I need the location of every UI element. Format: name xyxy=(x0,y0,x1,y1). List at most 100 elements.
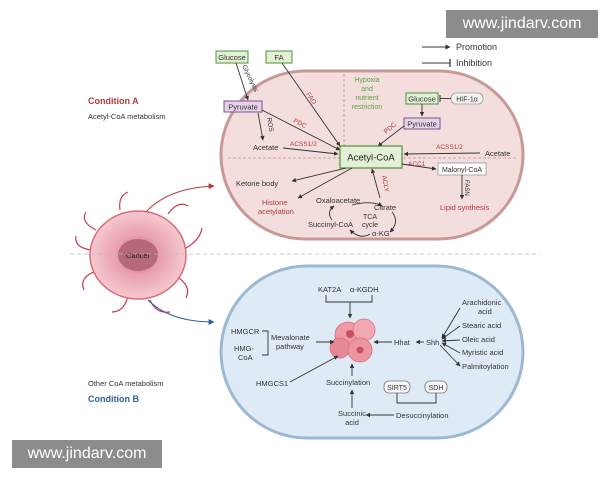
pyruvate-label: Pyruvate xyxy=(228,103,258,112)
tca-arc-top xyxy=(351,201,383,207)
glucose-box xyxy=(215,50,249,64)
cancer-nucleus xyxy=(118,239,158,271)
pyruvate-right-box xyxy=(403,117,441,130)
watermark-bottom: www.jindarv.com xyxy=(12,440,162,468)
acc1-arrow xyxy=(401,163,437,171)
hmg-label-2: CoA xyxy=(238,353,253,362)
cancer-cell: Cancer xyxy=(75,191,203,313)
succinylation-label: Succinylation xyxy=(326,378,370,387)
malonyl-label: Malonyl-CoA xyxy=(442,167,482,174)
sdh-label: SDH xyxy=(429,385,444,392)
tca-label-1: TCA xyxy=(363,214,377,221)
acetate-right-label: Acetate xyxy=(485,149,510,158)
glycolysis-label: Glycolysis xyxy=(240,64,259,94)
ketone-label: Ketone body xyxy=(236,179,278,188)
fao-arrow xyxy=(281,62,341,147)
condition-a-title: Condition A xyxy=(88,96,139,106)
lipid-label: Lipid synthesis xyxy=(440,203,489,212)
hhat-label: Hhat xyxy=(394,338,411,347)
arachidonic-arrow xyxy=(441,307,461,339)
citrate-label: Citrate xyxy=(374,203,396,212)
glucose-right-label: Glucose xyxy=(408,95,436,104)
desucc-bracket xyxy=(396,393,437,404)
glucose-label: Glucose xyxy=(218,53,246,62)
mevalonate-label-2: pathway xyxy=(276,342,304,351)
acetate-left-label: Acetate xyxy=(253,143,278,152)
hypoxia-note: Hypoxia and nutrient restriction xyxy=(352,77,382,111)
myristic-label: Myristic acid xyxy=(462,348,503,357)
succinyl-label: Succinyl-CoA xyxy=(308,220,353,229)
tca-arc-right xyxy=(389,211,396,233)
stearic-arrow xyxy=(441,325,461,340)
fa-label: FA xyxy=(274,53,283,62)
hif-label: HIF-1α xyxy=(456,97,478,104)
acly-label: ACLY xyxy=(380,175,390,193)
palmitoylation-label: Palmitoylation xyxy=(462,362,509,371)
pyruvate-box xyxy=(223,100,263,113)
stearic-label: Stearic acid xyxy=(462,321,501,330)
palmitoylation-arrow xyxy=(439,344,461,367)
condition-a-subtitle: Acetyl-CoA metabolism xyxy=(88,112,166,121)
acetyl-coa-box xyxy=(339,145,403,169)
hmg-bracket xyxy=(262,330,269,356)
glycolysis-arrow xyxy=(235,62,249,101)
fa-box xyxy=(265,50,293,64)
arachidonic-label-1: Arachidonic xyxy=(462,298,501,307)
hypoxia-line-1: Hypoxia xyxy=(354,77,379,84)
hypoxia-line-2: and xyxy=(361,86,373,93)
fasn-label: FASN xyxy=(463,180,469,196)
kat2a-label: KAT2A xyxy=(318,285,341,294)
myristic-arrow xyxy=(441,342,461,354)
succinic-label-1: Succinic xyxy=(338,409,366,418)
cancer-to-a-arrow xyxy=(145,183,215,213)
kat2a-bracket xyxy=(325,295,373,303)
ketone-arrow xyxy=(291,167,347,183)
acetyl-coa-label: Acetyl-CoA xyxy=(347,153,395,164)
condition-b-title: Condition B xyxy=(88,394,139,404)
pdc-left-arrow xyxy=(261,109,341,151)
arachidonic-label-2: acid xyxy=(478,307,492,316)
succinic-label-2: acid xyxy=(345,418,359,427)
mevalonate-label-1: Mevalonate xyxy=(271,333,310,342)
oxaloacetate-label: Oxaloacetate xyxy=(316,196,360,205)
legend-promotion-label: Promotion xyxy=(456,42,497,52)
hypoxia-line-3: nutrient xyxy=(355,95,378,102)
sirt5-label: SIRT5 xyxy=(387,385,407,392)
tca-arc-left xyxy=(329,205,335,221)
tumor-cluster xyxy=(329,318,376,363)
oleic-arrow xyxy=(441,338,461,344)
hypoxia-line-4: restriction xyxy=(352,104,382,111)
cancer-to-b-arrow xyxy=(147,299,215,325)
histone-label-1: Histone xyxy=(262,198,287,207)
watermark-top: www.jindarv.com xyxy=(446,10,598,38)
cancer-label: Cancer xyxy=(126,251,151,260)
acss-left-arrow xyxy=(282,147,339,156)
tumor-nucleus-2 xyxy=(356,346,364,354)
tumor-cell-2 xyxy=(352,318,376,342)
condition-b-subtitle: Other CoA metabolism xyxy=(88,379,163,388)
tumor-nucleus-1 xyxy=(346,330,354,338)
hmgcs1-label: HMGCS1 xyxy=(256,379,288,388)
ros-label: ROS xyxy=(265,117,274,133)
legend: Promotion Inhibition xyxy=(422,42,497,68)
oleic-label: Oleic acid xyxy=(462,335,495,344)
akgdh-label: α-KGDH xyxy=(350,285,379,294)
pdc-right-arrow xyxy=(377,125,405,147)
tca-label-2: cycle xyxy=(362,222,378,229)
akg-label: α-KG xyxy=(372,229,390,238)
ros-arrow xyxy=(257,112,265,141)
desuccinylation-label: Desuccinylation xyxy=(396,411,449,420)
acss-left-label: ACSS1/2 xyxy=(290,141,317,148)
tca-arc-bottom xyxy=(349,229,371,237)
acss-right-label: ACSS1/2 xyxy=(436,144,463,151)
histone-arrow xyxy=(297,167,353,199)
hmgcs1-arrow xyxy=(289,355,339,383)
cancer-tendrils xyxy=(75,191,203,313)
hmgcr-label: HMGCR xyxy=(231,327,260,336)
acly-arrow xyxy=(370,168,381,199)
tumor-cell-3 xyxy=(329,337,351,359)
legend-inhibition-label: Inhibition xyxy=(456,58,492,68)
histone-label-2: acetylation xyxy=(258,207,294,216)
hmg-label-1: HMG- xyxy=(234,344,254,353)
